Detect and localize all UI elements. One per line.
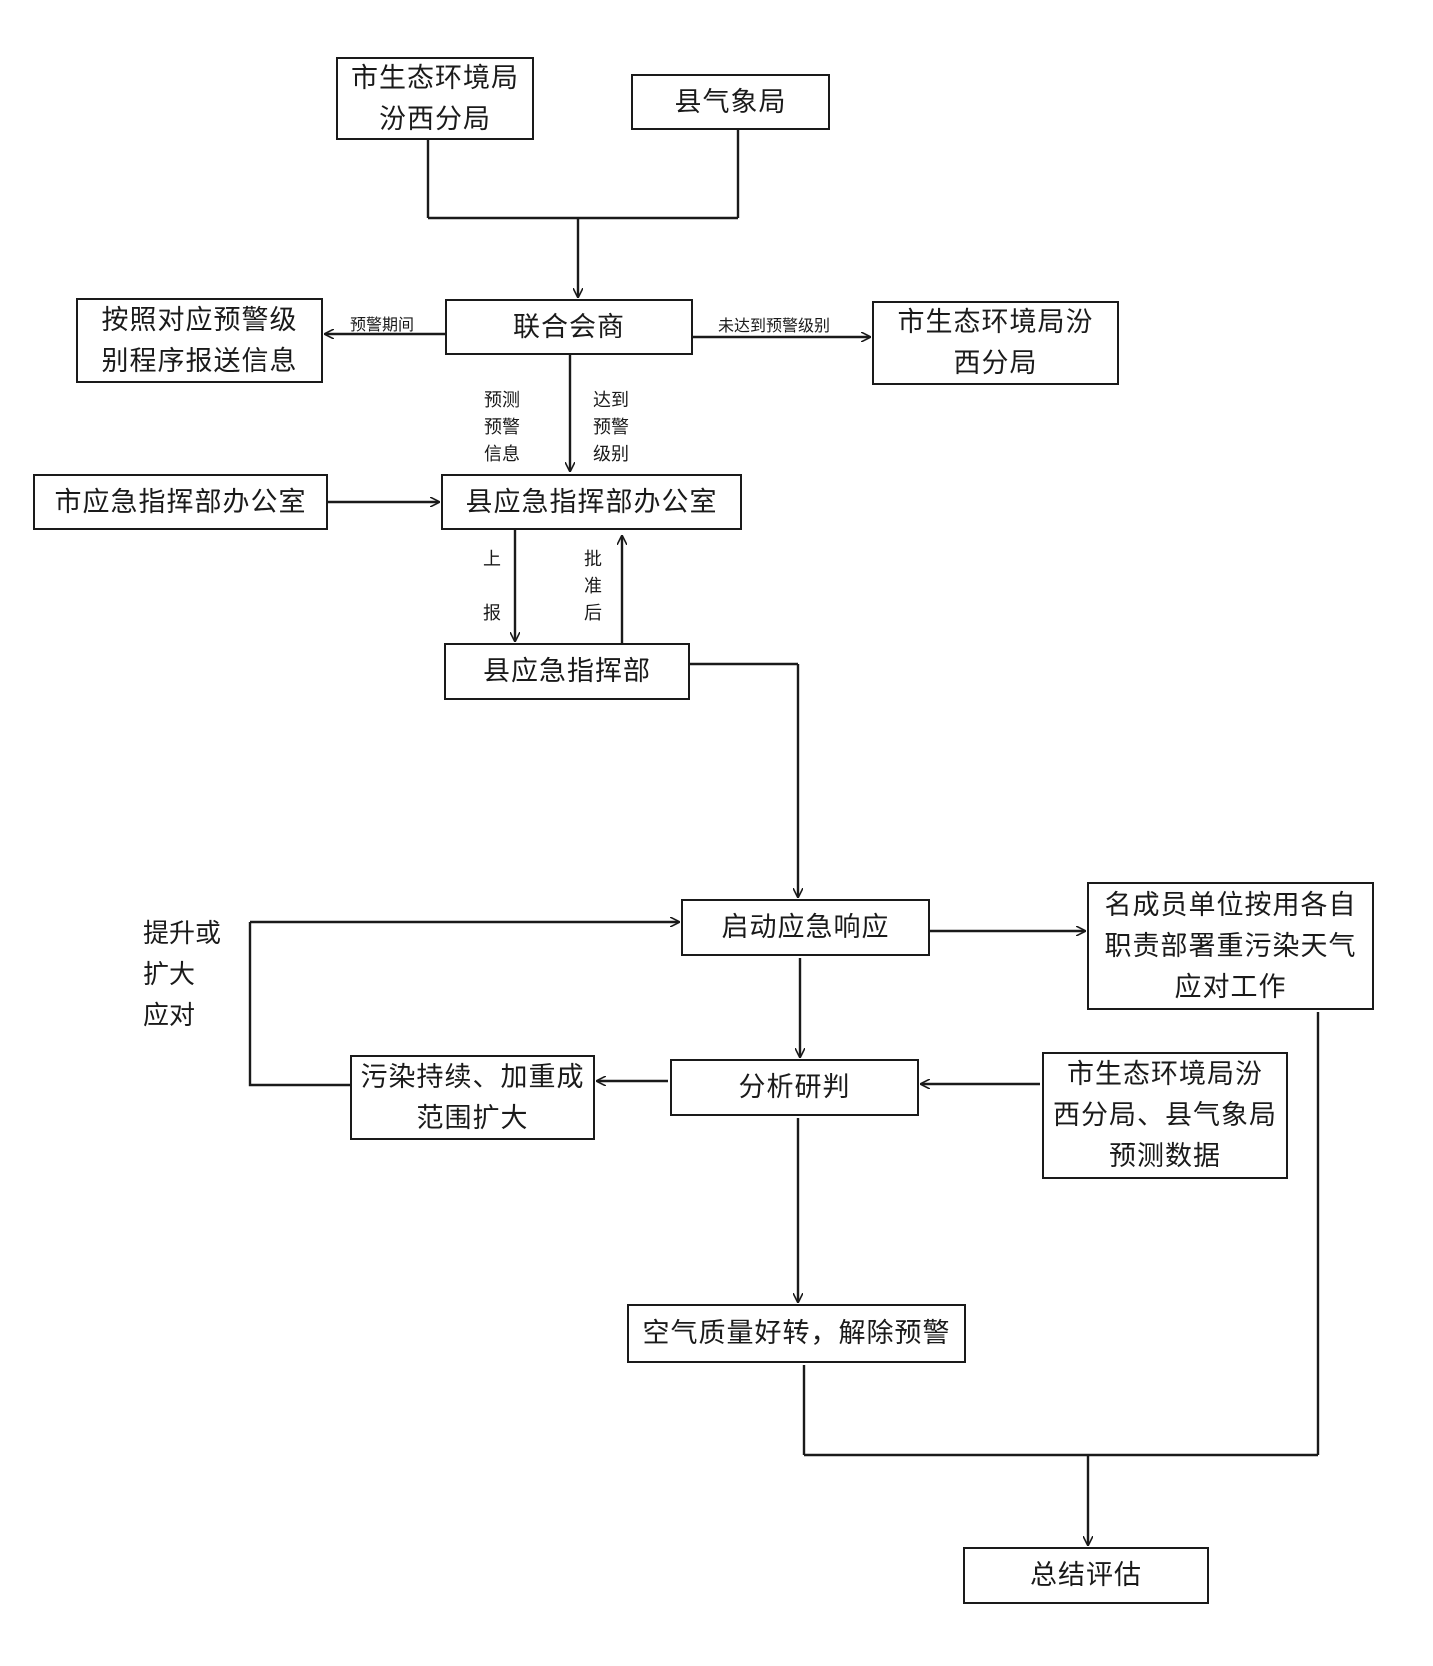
node-county-emergency-hq: 县应急指挥部 bbox=[444, 643, 690, 700]
label-warning-period: 预警期间 bbox=[350, 315, 415, 334]
node-city-env-right: 市生态环境局汾西分局 bbox=[872, 301, 1119, 385]
node-summary: 总结评估 bbox=[963, 1547, 1209, 1604]
node-county-met: 县气象局 bbox=[631, 74, 830, 130]
label-not-reach-level: 未达到预警级别 bbox=[718, 316, 831, 335]
label-report-up: 上 报 bbox=[483, 549, 501, 624]
node-air-improves: 空气质量好转，解除预警 bbox=[627, 1304, 966, 1363]
node-member-units: 名成员单位按用各自职责部署重污染天气应对工作 bbox=[1087, 882, 1374, 1010]
node-forecast-data: 市生态环境局汾西分局、县气象局预测数据 bbox=[1042, 1052, 1288, 1179]
node-joint-consult: 联合会商 bbox=[445, 299, 693, 355]
label-escalate: 提升或 扩大 应对 bbox=[143, 919, 222, 1031]
label-after-approval: 批 准 后 bbox=[584, 549, 602, 624]
node-start-response: 启动应急响应 bbox=[681, 899, 930, 956]
node-city-env: 市生态环境局汾西分局 bbox=[336, 57, 534, 140]
node-pollution-continues: 污染持续、加重成范围扩大 bbox=[350, 1055, 595, 1140]
node-analysis: 分析研判 bbox=[670, 1059, 919, 1116]
label-reach-warning-level: 达到 预警 级别 bbox=[593, 390, 629, 465]
node-report-info: 按照对应预警级别程序报送信息 bbox=[76, 298, 323, 383]
line-loop-left bbox=[248, 922, 350, 1087]
node-city-emergency-office: 市应急指挥部办公室 bbox=[33, 474, 328, 530]
node-county-emergency-office: 县应急指挥部办公室 bbox=[441, 474, 742, 530]
label-forecast-warning-info: 预测 预警 信息 bbox=[484, 390, 520, 465]
